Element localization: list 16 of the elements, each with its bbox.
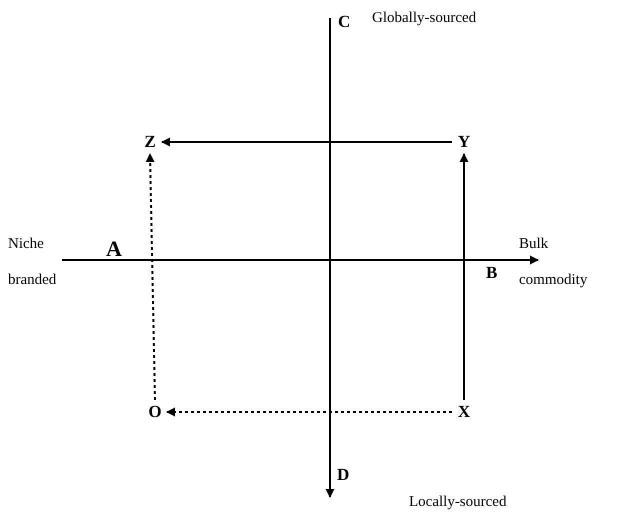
axis-caption: Niche branded: [8, 235, 58, 290]
axis-letter: A: [106, 236, 122, 262]
axis-caption: Bulk commodity: [519, 235, 588, 290]
axis-caption: Globally-sourced: [372, 10, 476, 27]
arrow: [166, 408, 452, 416]
point-label: O: [143, 400, 167, 424]
point-label: X: [452, 400, 476, 424]
point-label: Y: [452, 130, 476, 154]
arrow: [161, 138, 452, 146]
axis-letter: C: [338, 12, 350, 32]
axis-letter: D: [337, 465, 350, 485]
axis-caption: Locally-sourced: [409, 494, 506, 511]
point-label: Z: [138, 130, 162, 154]
axis-letter: B: [486, 263, 498, 283]
arrow: [460, 153, 468, 400]
arrow: [146, 153, 156, 400]
